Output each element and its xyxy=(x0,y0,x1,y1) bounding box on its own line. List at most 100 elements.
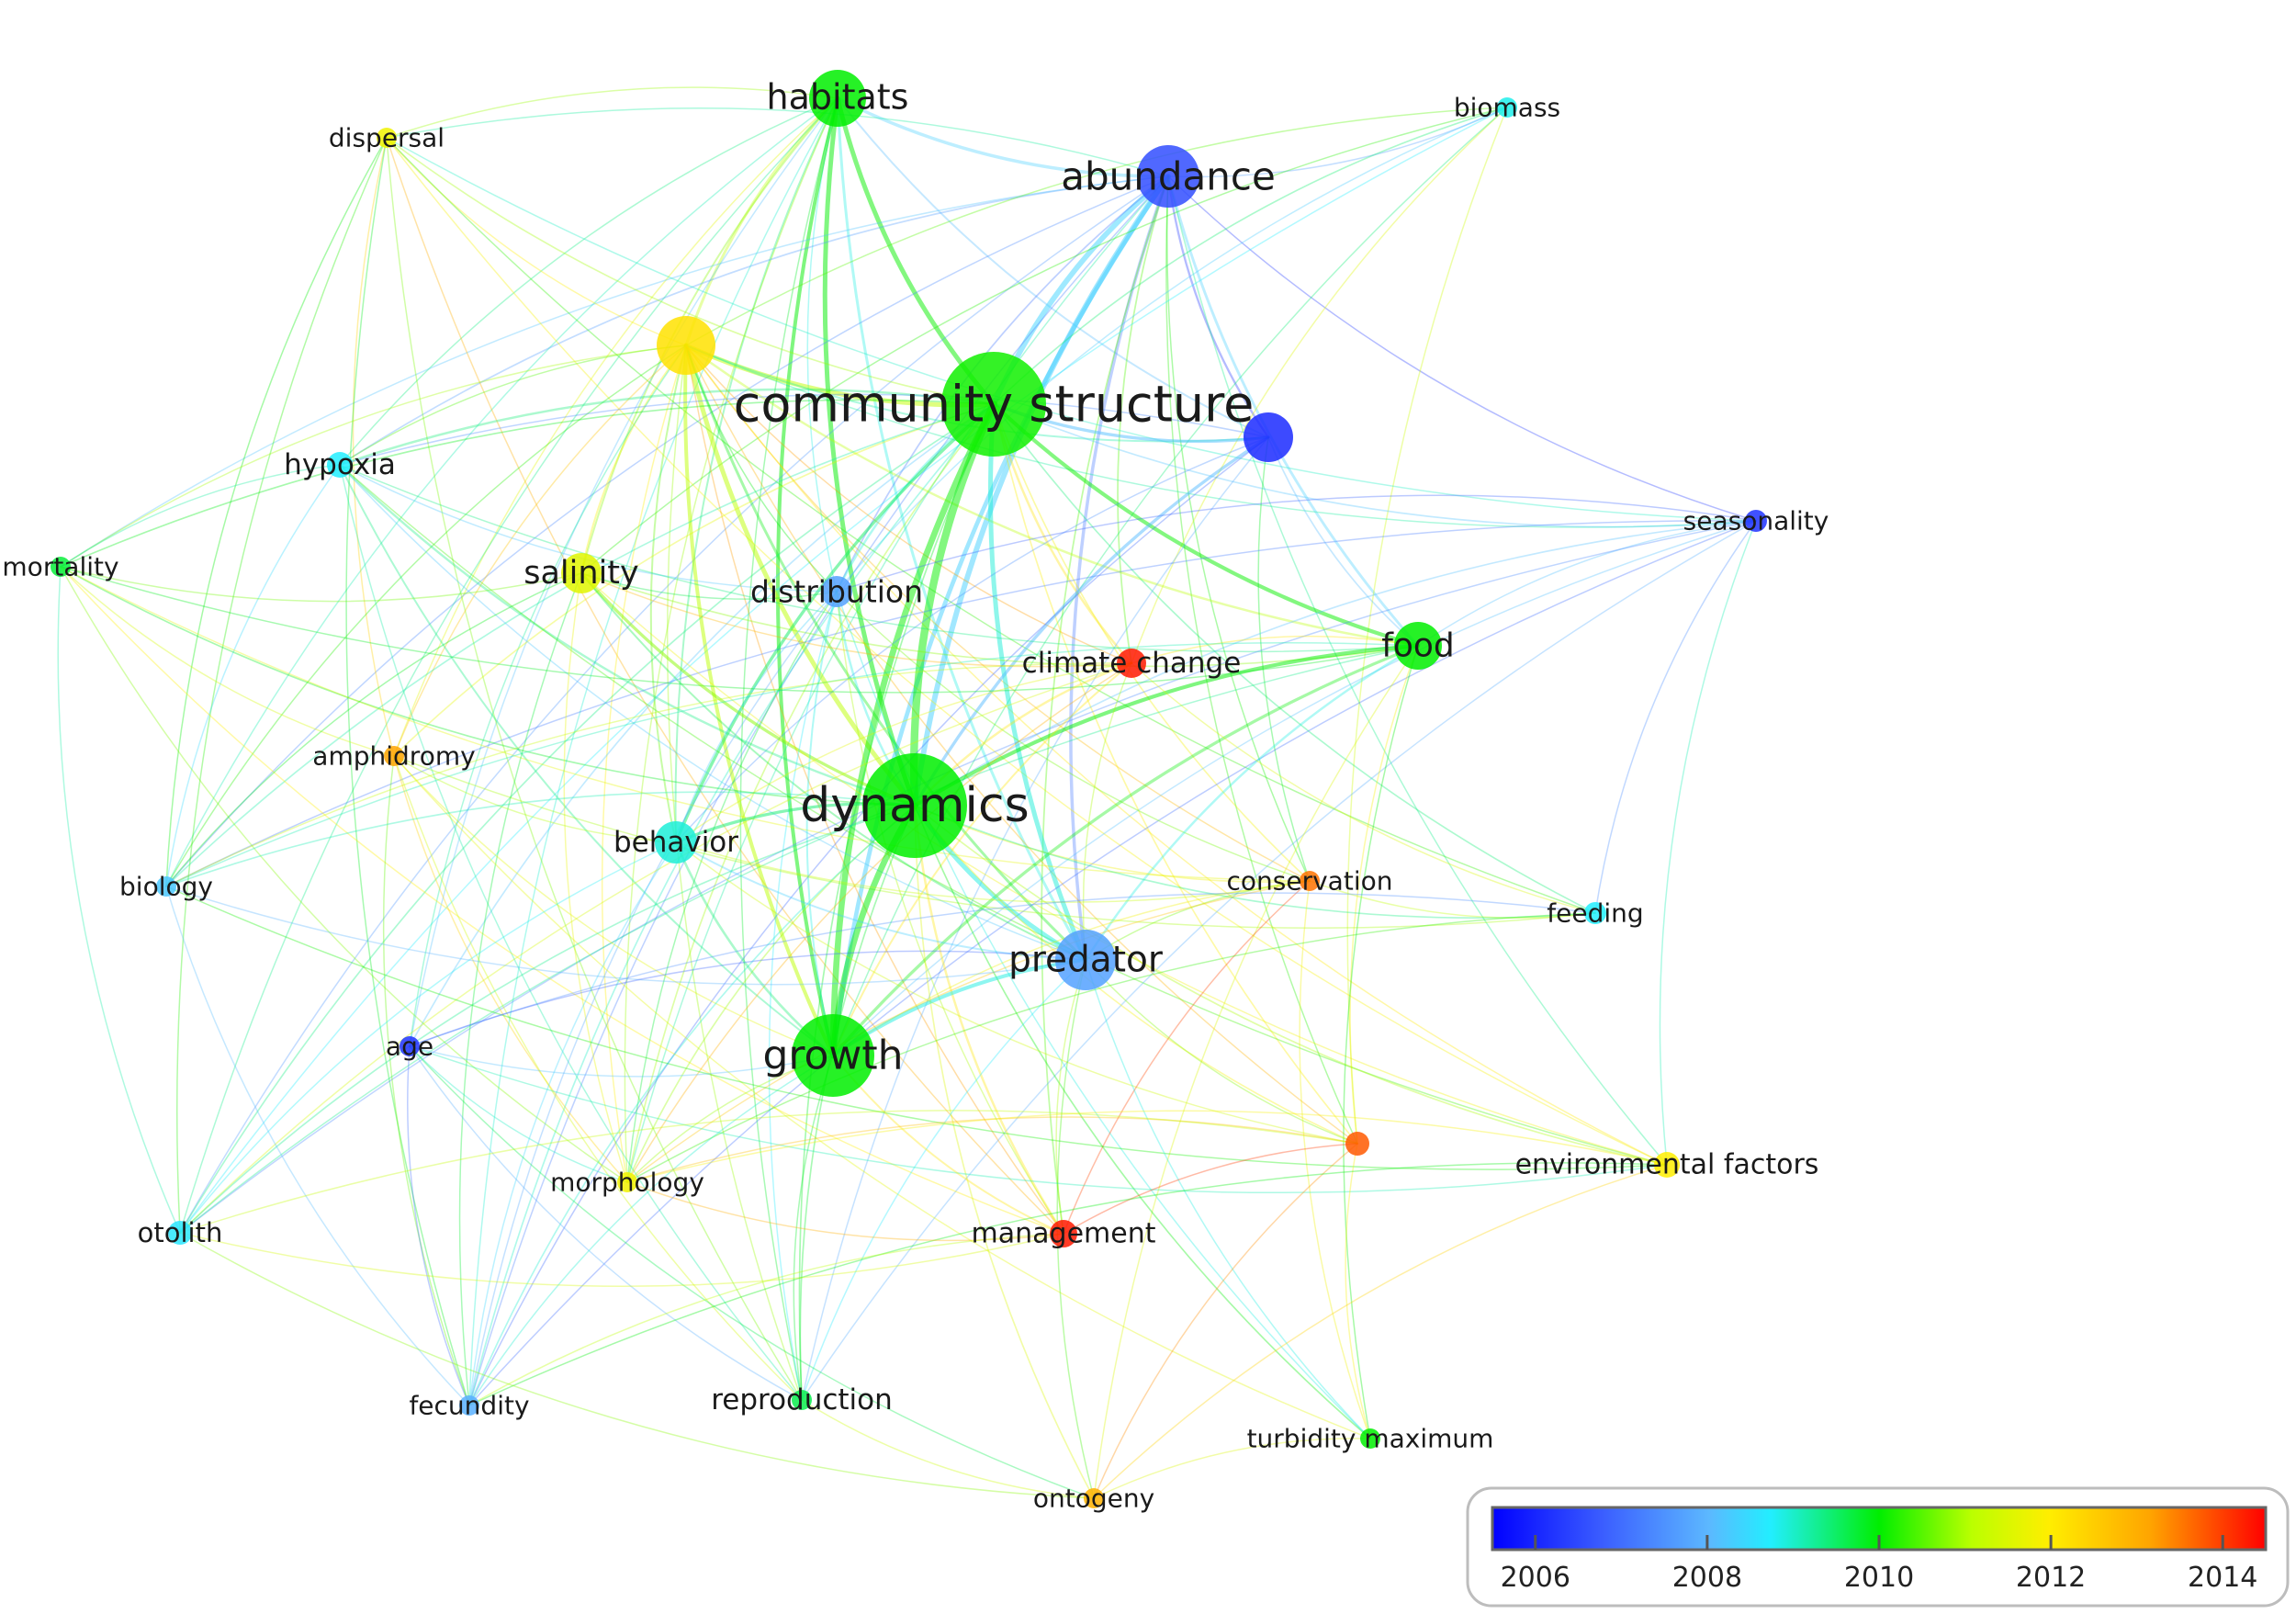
link-dispersal-otolith xyxy=(175,137,388,1234)
link-unlabeled-orange-morphology xyxy=(626,1116,1358,1183)
link-behavior-fecundity xyxy=(468,841,677,1406)
link-dynamics-conservation xyxy=(914,805,1311,883)
label-mortality: mortality xyxy=(2,552,118,582)
node-predator[interactable] xyxy=(1055,930,1116,990)
label-salinity: salinity xyxy=(523,555,638,592)
label-dispersal: dispersal xyxy=(329,123,445,153)
link-community-structure-predator xyxy=(987,401,1088,963)
link-community-structure-dynamics xyxy=(909,400,998,810)
link-biomass-unlabeled-yellow xyxy=(685,107,1508,346)
link-conservation-predator xyxy=(1085,880,1311,961)
node-salinity[interactable] xyxy=(561,553,602,593)
link-salinity-fecundity xyxy=(458,572,582,1406)
node-behavior[interactable] xyxy=(655,821,697,863)
link-habitats-amphidromy xyxy=(393,97,838,757)
link-unlabeled-purple-food xyxy=(1267,436,1419,647)
link-abundance-fecundity xyxy=(468,175,1169,1406)
network-labels: habitatsabundancebiomassdispersalcommuni… xyxy=(2,76,1829,1513)
node-environmental-factors[interactable] xyxy=(1654,1152,1680,1178)
link-abundance-predator xyxy=(1069,175,1170,962)
link-biomass-otolith xyxy=(179,107,1508,1234)
node-distribution[interactable] xyxy=(821,576,852,607)
link-community-structure-biology xyxy=(165,403,995,887)
link-community-structure-amphidromy xyxy=(393,403,995,757)
node-unlabeled-purple[interactable] xyxy=(1244,412,1293,462)
link-habitats-abundance xyxy=(836,96,1170,178)
node-feeding[interactable] xyxy=(1584,902,1606,924)
link-biology-predator xyxy=(165,886,1086,986)
node-growth[interactable] xyxy=(792,1014,874,1097)
node-biology[interactable] xyxy=(156,876,176,897)
node-climate-change[interactable] xyxy=(1117,649,1146,678)
node-habitats[interactable] xyxy=(809,70,866,127)
legend-tick-label-2014: 2014 xyxy=(2188,1562,2257,1594)
link-community-structure-food xyxy=(991,401,1421,649)
label-behavior: behavior xyxy=(613,826,738,859)
node-mortality[interactable] xyxy=(51,557,71,577)
link-biomass-unlabeled-orange xyxy=(1346,107,1508,1145)
label-climate-change: climate change xyxy=(1022,647,1242,680)
link-community-structure-seasonality xyxy=(993,403,1757,528)
link-biomass-community-structure xyxy=(993,107,1508,405)
node-otolith[interactable] xyxy=(168,1221,192,1245)
link-abundance-growth xyxy=(830,174,1171,1058)
link-growth-fecundity xyxy=(468,1055,834,1406)
link-salinity-morphology xyxy=(563,572,628,1183)
link-unlabeled-purple-dynamics xyxy=(913,435,1270,807)
label-biology: biology xyxy=(119,872,213,902)
link-climate-change-feeding xyxy=(1131,662,1596,914)
link-food-otolith xyxy=(179,645,1419,1234)
link-hypoxia-dynamics xyxy=(338,463,917,807)
link-climate-change-biology xyxy=(165,662,1132,887)
link-abundance-morphology xyxy=(626,175,1169,1183)
label-conservation: conservation xyxy=(1227,866,1393,897)
node-unlabeled-yellow[interactable] xyxy=(657,316,715,375)
link-unlabeled-yellow-salinity xyxy=(580,344,687,574)
link-age-ontogeny xyxy=(409,1045,1095,1499)
link-mortality-food xyxy=(60,566,1419,694)
link-mortality-management xyxy=(60,566,1064,1235)
node-biomass[interactable] xyxy=(1497,97,1517,118)
node-food[interactable] xyxy=(1394,622,1442,670)
node-fecundity[interactable] xyxy=(459,1395,479,1416)
link-biology-environmental-factors xyxy=(165,886,1668,1170)
node-conservation[interactable] xyxy=(1300,871,1320,891)
label-distribution: distribution xyxy=(750,574,923,610)
link-climate-change-otolith xyxy=(179,662,1132,1234)
link-dynamics-environmental-factors xyxy=(914,805,1668,1166)
link-climate-change-growth xyxy=(832,662,1132,1056)
link-unlabeled-orange-ontogeny xyxy=(1093,1143,1358,1499)
link-conservation-feeding xyxy=(1309,880,1596,920)
link-seasonality-biology xyxy=(165,520,1757,887)
node-seasonality[interactable] xyxy=(1745,510,1767,532)
node-hypoxia[interactable] xyxy=(327,452,353,478)
link-environmental-factors-ontogeny xyxy=(1093,1164,1668,1499)
node-ontogeny[interactable] xyxy=(1084,1488,1104,1508)
link-community-structure-morphology xyxy=(626,403,995,1183)
link-seasonality-distribution xyxy=(836,494,1757,593)
node-reproduction[interactable] xyxy=(792,1390,812,1410)
node-unlabeled-orange[interactable] xyxy=(1345,1132,1369,1156)
link-unlabeled-yellow-morphology xyxy=(601,344,687,1183)
link-dispersal-fecundity xyxy=(345,137,470,1406)
link-mortality-dynamics xyxy=(60,566,916,807)
link-seasonality-food xyxy=(1417,520,1757,647)
link-age-growth xyxy=(409,1045,834,1078)
link-unlabeled-orange-turbidity-maximum xyxy=(1345,1143,1371,1439)
link-community-structure-unlabeled-orange xyxy=(993,403,1358,1145)
link-unlabeled-yellow-amphidromy xyxy=(393,344,687,757)
node-morphology[interactable] xyxy=(617,1172,637,1192)
link-growth-management xyxy=(832,1055,1064,1235)
node-community-structure[interactable] xyxy=(941,352,1046,457)
link-unlabeled-purple-conservation xyxy=(1257,436,1311,882)
node-management[interactable] xyxy=(1050,1220,1077,1247)
node-age[interactable] xyxy=(400,1036,420,1056)
node-dispersal[interactable] xyxy=(377,128,397,148)
node-turbidity-maximum[interactable] xyxy=(1360,1428,1380,1449)
link-environmental-factors-morphology xyxy=(626,1110,1668,1183)
node-amphidromy[interactable] xyxy=(384,746,404,766)
node-dynamics[interactable] xyxy=(862,753,967,858)
node-abundance[interactable] xyxy=(1137,145,1199,208)
link-seasonality-dynamics xyxy=(914,520,1757,807)
link-distribution-management xyxy=(836,591,1064,1235)
